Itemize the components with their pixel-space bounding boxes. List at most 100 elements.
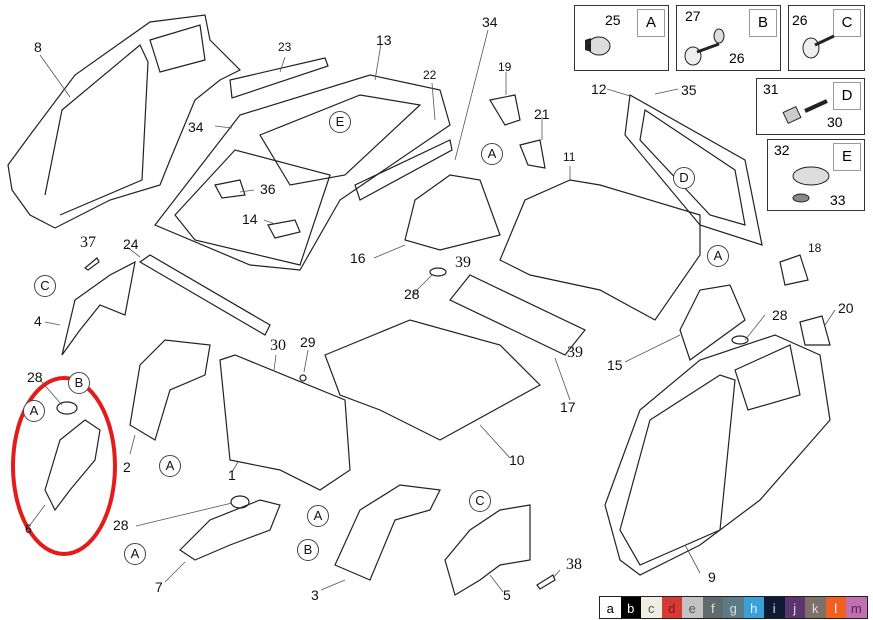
fastener-callout: A (23, 400, 45, 422)
part-8-side-panel (7, 14, 242, 229)
part-24-cowl (138, 254, 271, 336)
part-5-fender (444, 504, 531, 596)
part-label: 23 (278, 40, 292, 54)
fastener-callout: D (673, 167, 695, 189)
color-swatch-d[interactable]: d (661, 597, 682, 618)
part-label: 35 (681, 82, 697, 98)
part-6-bracket (44, 419, 101, 512)
inset-fastener-e: E 32 33 (767, 139, 865, 211)
part-label: 30 (270, 337, 286, 354)
part-label: 36 (260, 181, 276, 197)
color-swatch-f[interactable]: f (702, 597, 723, 618)
part-label: 22 (423, 68, 437, 82)
rivet-icon (802, 34, 835, 59)
part-label: 19 (498, 60, 512, 74)
inset-part-number: 30 (827, 114, 843, 130)
part-label: 3 (311, 587, 319, 603)
part-label: 7 (155, 579, 163, 595)
inset-letter: C (833, 9, 861, 37)
inset-fastener-c: C 26 (788, 5, 865, 71)
part-label: 39 (567, 344, 583, 361)
inset-part-number: 25 (605, 12, 621, 28)
part-label: 8 (34, 39, 42, 55)
part-label: 17 (560, 399, 576, 415)
part-label: 28 (772, 307, 788, 323)
part-10-floor (324, 319, 541, 441)
color-swatch-b[interactable]: b (620, 597, 641, 618)
color-swatch-j[interactable]: j (784, 597, 805, 618)
fastener-callout: B (297, 539, 319, 561)
bolt-nut-icon (782, 99, 828, 125)
part-17-crossmember (449, 274, 586, 356)
fastener-callout: A (707, 245, 729, 267)
part-label: 28 (27, 369, 43, 385)
fastener-callout: C (34, 275, 56, 297)
part-label: 2 (123, 459, 131, 475)
part-label: 15 (607, 357, 623, 373)
part-label: 1 (228, 467, 236, 483)
inset-part-number: 26 (792, 12, 808, 28)
part-label: 6 (25, 522, 32, 536)
part-label: 37 (80, 234, 96, 251)
part-label: 34 (482, 14, 498, 30)
part-7-bracket (179, 499, 281, 561)
part-13-roof (154, 74, 451, 271)
part-15-wheelhouse (679, 284, 746, 361)
fastener-callout: A (307, 505, 329, 527)
inset-letter: A (637, 9, 665, 37)
part-label: 34 (188, 119, 204, 135)
part-label: 39 (455, 254, 471, 271)
fastener-callout: C (469, 490, 491, 512)
part-label: 20 (838, 300, 854, 316)
color-swatch-g[interactable]: g (723, 597, 744, 618)
part-label: 28 (404, 286, 420, 302)
push-clip-icon (585, 36, 611, 56)
part-label: 9 (708, 569, 716, 585)
inset-letter: D (833, 82, 861, 110)
part-label: 38 (566, 556, 582, 573)
color-swatch-a[interactable]: a (600, 597, 621, 618)
part-label: 16 (350, 250, 366, 266)
part-label: 4 (34, 313, 42, 329)
part-1-dash (219, 354, 351, 491)
part-2-wheelhouse (129, 339, 211, 441)
color-swatch-c[interactable]: c (641, 597, 662, 618)
fastener-callout: A (481, 143, 503, 165)
highlight-ellipse (11, 376, 117, 556)
part-3-wheelhouse (334, 484, 441, 581)
color-swatch-l[interactable]: l (825, 597, 846, 618)
part-label: 13 (376, 32, 392, 48)
part-label: 14 (242, 211, 258, 227)
part-label: 28 (113, 517, 129, 533)
fastener-callout: A (159, 455, 181, 477)
color-swatch-m[interactable]: m (846, 597, 867, 618)
part-label: 12 (591, 81, 607, 97)
inset-part-number: 32 (774, 142, 790, 158)
part-label: 21 (534, 106, 550, 122)
part-label: 10 (509, 452, 525, 468)
inset-part-number: 33 (830, 192, 846, 208)
color-swatch-e[interactable]: e (682, 597, 703, 618)
inset-letter: E (833, 143, 861, 171)
color-swatch-k[interactable]: k (805, 597, 826, 618)
inset-fastener-b: B 27 26 (676, 5, 781, 71)
part-label: 18 (808, 241, 822, 255)
fastener-callout: A (124, 543, 146, 565)
inset-fastener-a: A 25 (574, 5, 669, 71)
part-label: 29 (300, 334, 316, 350)
color-swatch-h[interactable]: h (743, 597, 764, 618)
color-swatch-i[interactable]: i (764, 597, 785, 618)
inset-fastener-d: D 31 30 (756, 78, 865, 135)
rivet-icon (684, 28, 725, 66)
part-16-wheelhouse (404, 174, 501, 251)
part-label: 24 (123, 236, 139, 252)
inset-letter: B (749, 9, 777, 37)
washer-icon (792, 166, 830, 203)
part-11-rear-floor (499, 179, 701, 321)
part-9-side-panel (604, 334, 831, 576)
inset-part-number: 31 (763, 81, 779, 97)
part-12-rear-frame (624, 94, 763, 246)
fastener-callout: E (329, 111, 351, 133)
